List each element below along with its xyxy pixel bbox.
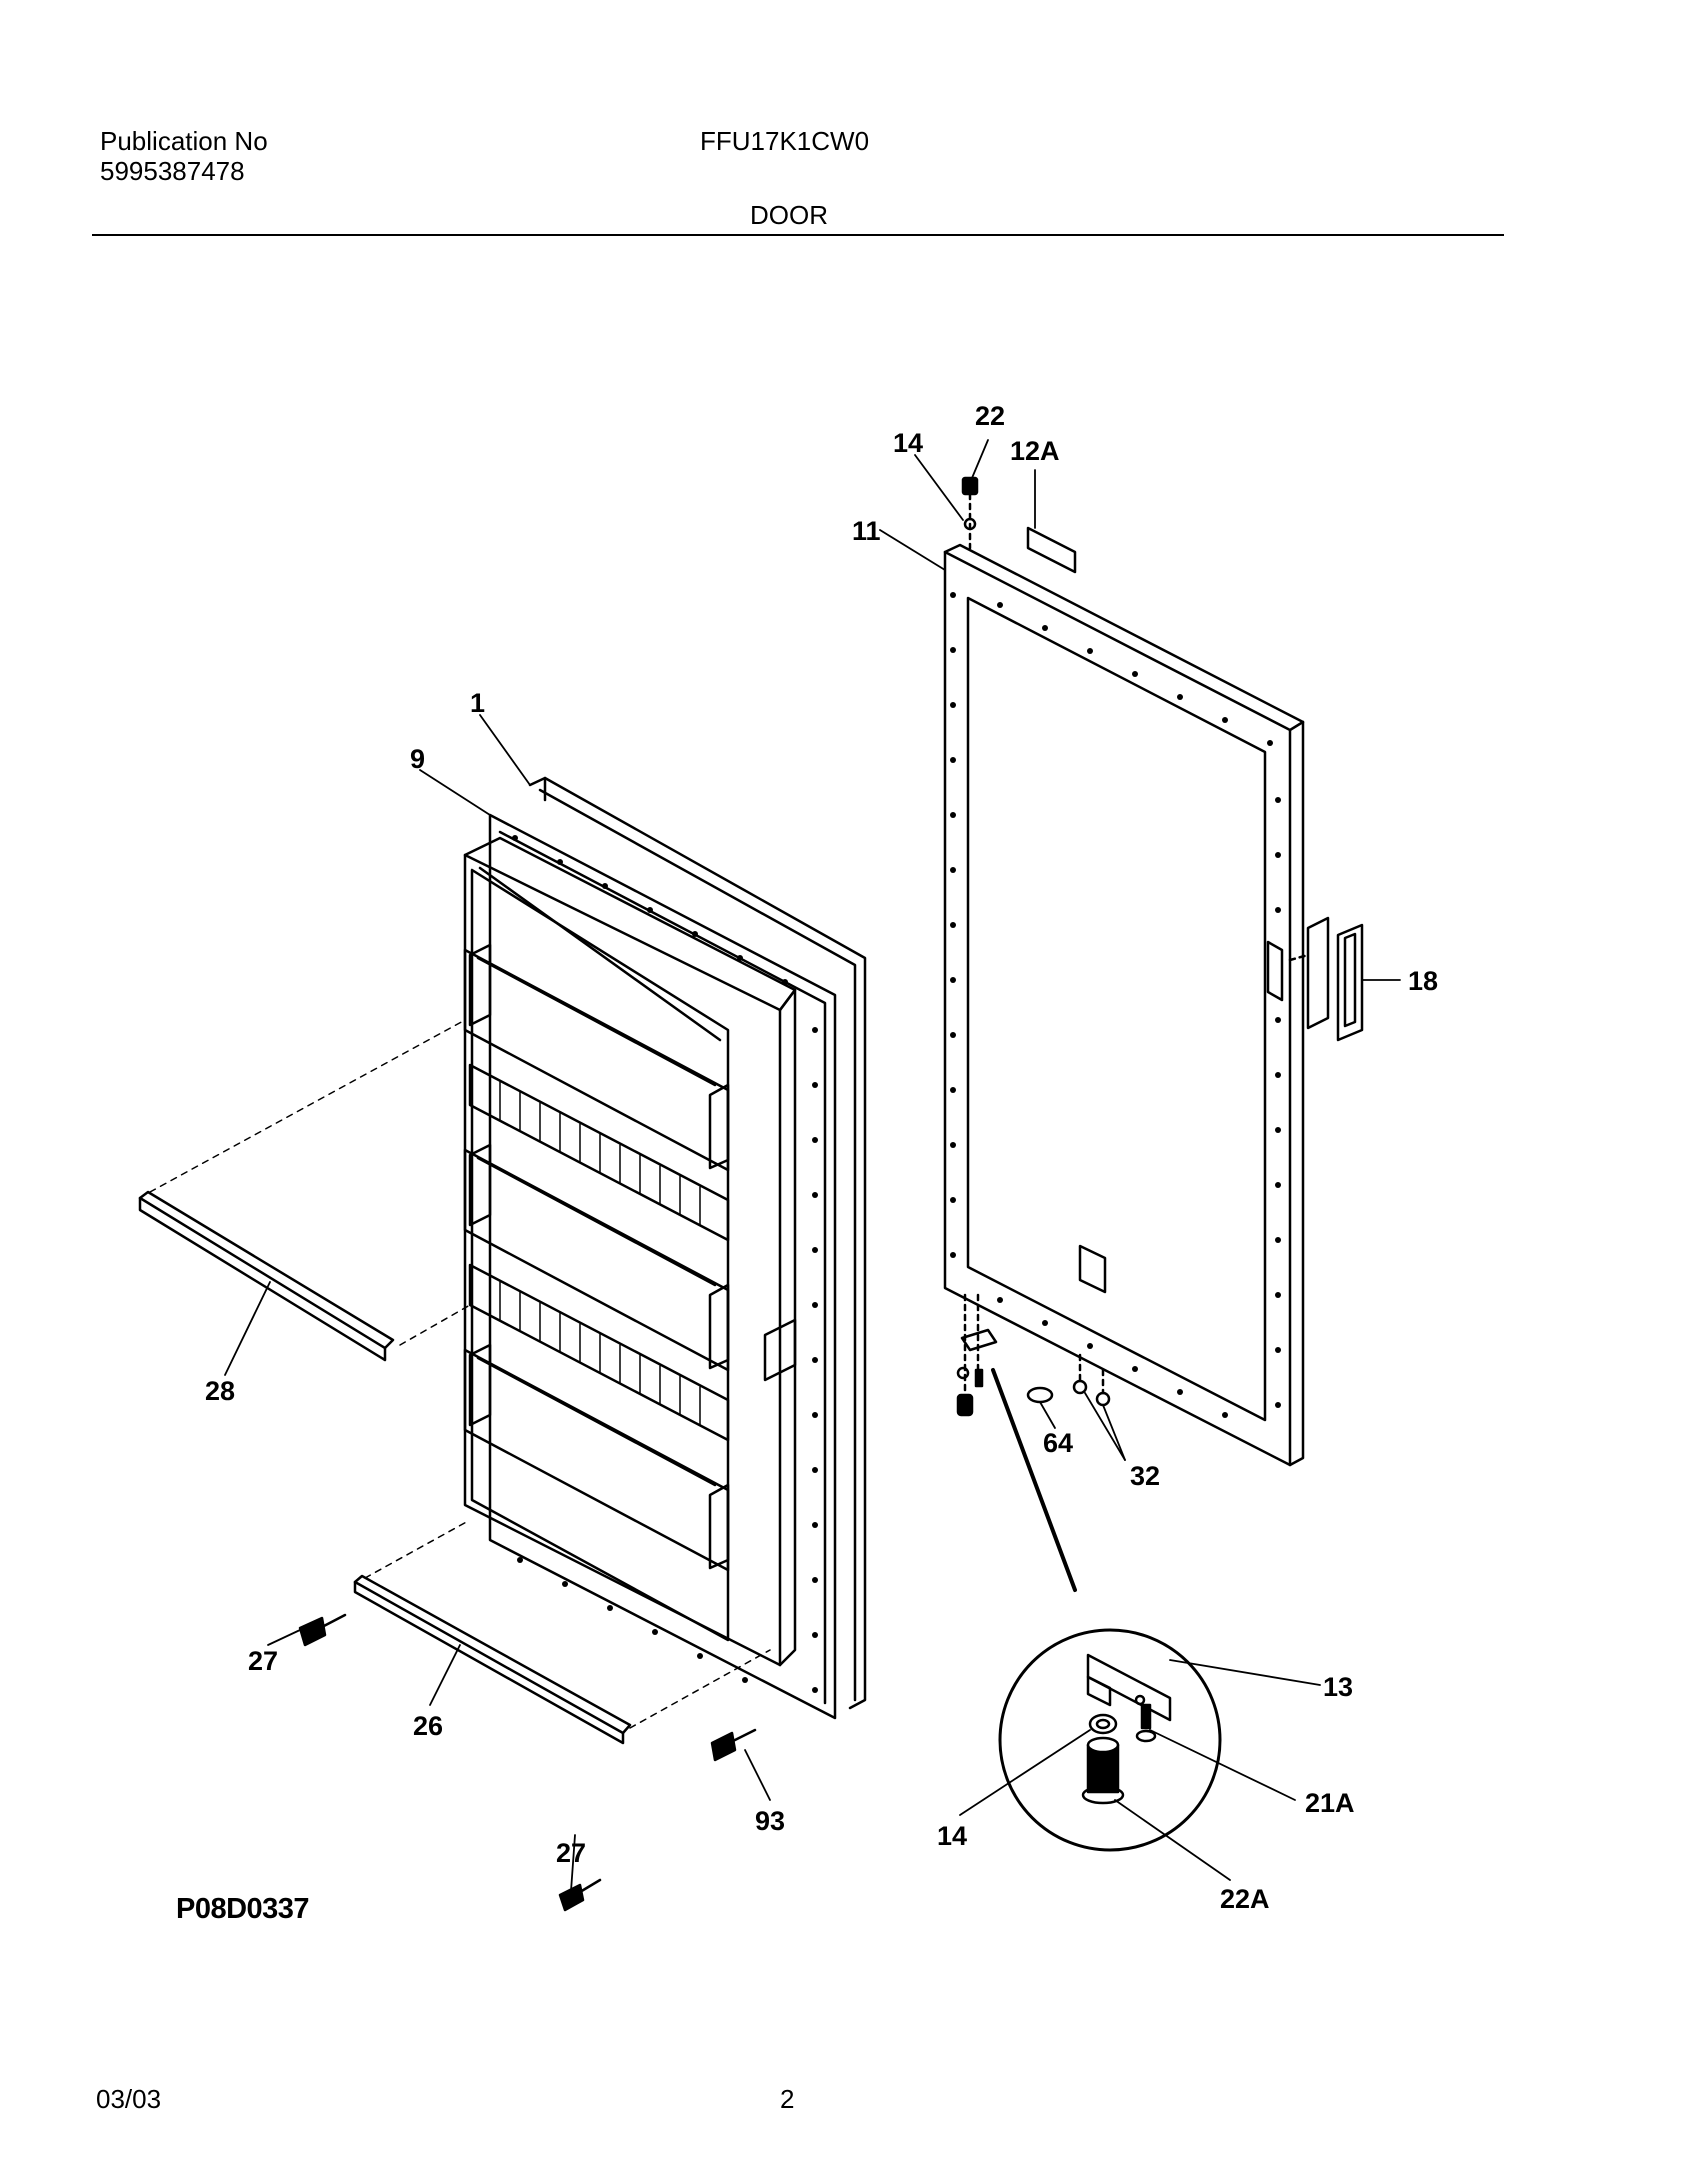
- hinge-detail-circle: [998, 1628, 1222, 1852]
- section-title: DOOR: [750, 200, 828, 230]
- inner-door-liner: [463, 776, 867, 1720]
- wire-rack-slats: [499, 1081, 701, 1426]
- publication-label: Publication No: [100, 126, 268, 156]
- callout-32: 32: [1130, 1461, 1160, 1491]
- page-number: 2: [780, 2084, 795, 2114]
- callout-22-top: 22: [975, 401, 1005, 431]
- liner-holes: [512, 835, 818, 1693]
- callout-28: 28: [205, 1376, 235, 1406]
- callout-1: 1: [470, 688, 485, 718]
- top-hinge-hardware: [961, 476, 1077, 574]
- shelf-bars: [138, 1019, 771, 1745]
- callout-11: 11: [852, 516, 881, 546]
- callout-21a: 21A: [1305, 1788, 1355, 1818]
- diagram-code: P08D0337: [176, 1893, 310, 1925]
- callout-13: 13: [1323, 1672, 1353, 1702]
- callout-27-bottom: 27: [556, 1838, 586, 1868]
- callout-9: 9: [410, 744, 425, 774]
- model-number: FFU17K1CW0: [700, 126, 870, 156]
- header-rule: [92, 234, 1504, 236]
- callout-22a: 22A: [1220, 1884, 1270, 1914]
- callout-27-left: 27: [248, 1646, 278, 1676]
- footer-date: 03/03: [96, 2084, 162, 2114]
- callout-14-top: 14: [893, 428, 923, 458]
- bottom-hinge-hardware: [956, 1293, 1111, 1592]
- callout-14-detail: 14: [937, 1821, 967, 1851]
- callout-64: 64: [1043, 1428, 1073, 1458]
- callout-26: 26: [413, 1711, 443, 1741]
- callout-18: 18: [1408, 966, 1438, 996]
- callout-12a: 12A: [1010, 436, 1060, 466]
- leader-lines: [224, 439, 1401, 1906]
- publication-number: 5995387478: [100, 156, 245, 186]
- door-handle: [1288, 916, 1364, 1042]
- outer-panel-holes: [950, 592, 1281, 1418]
- callouts: 1 9 11 14 22 12A 18 64 32 13 21A 14 22A …: [205, 401, 1438, 1914]
- outer-door-panel: [943, 543, 1305, 1467]
- screws: [298, 1613, 757, 1912]
- callout-93: 93: [755, 1806, 785, 1836]
